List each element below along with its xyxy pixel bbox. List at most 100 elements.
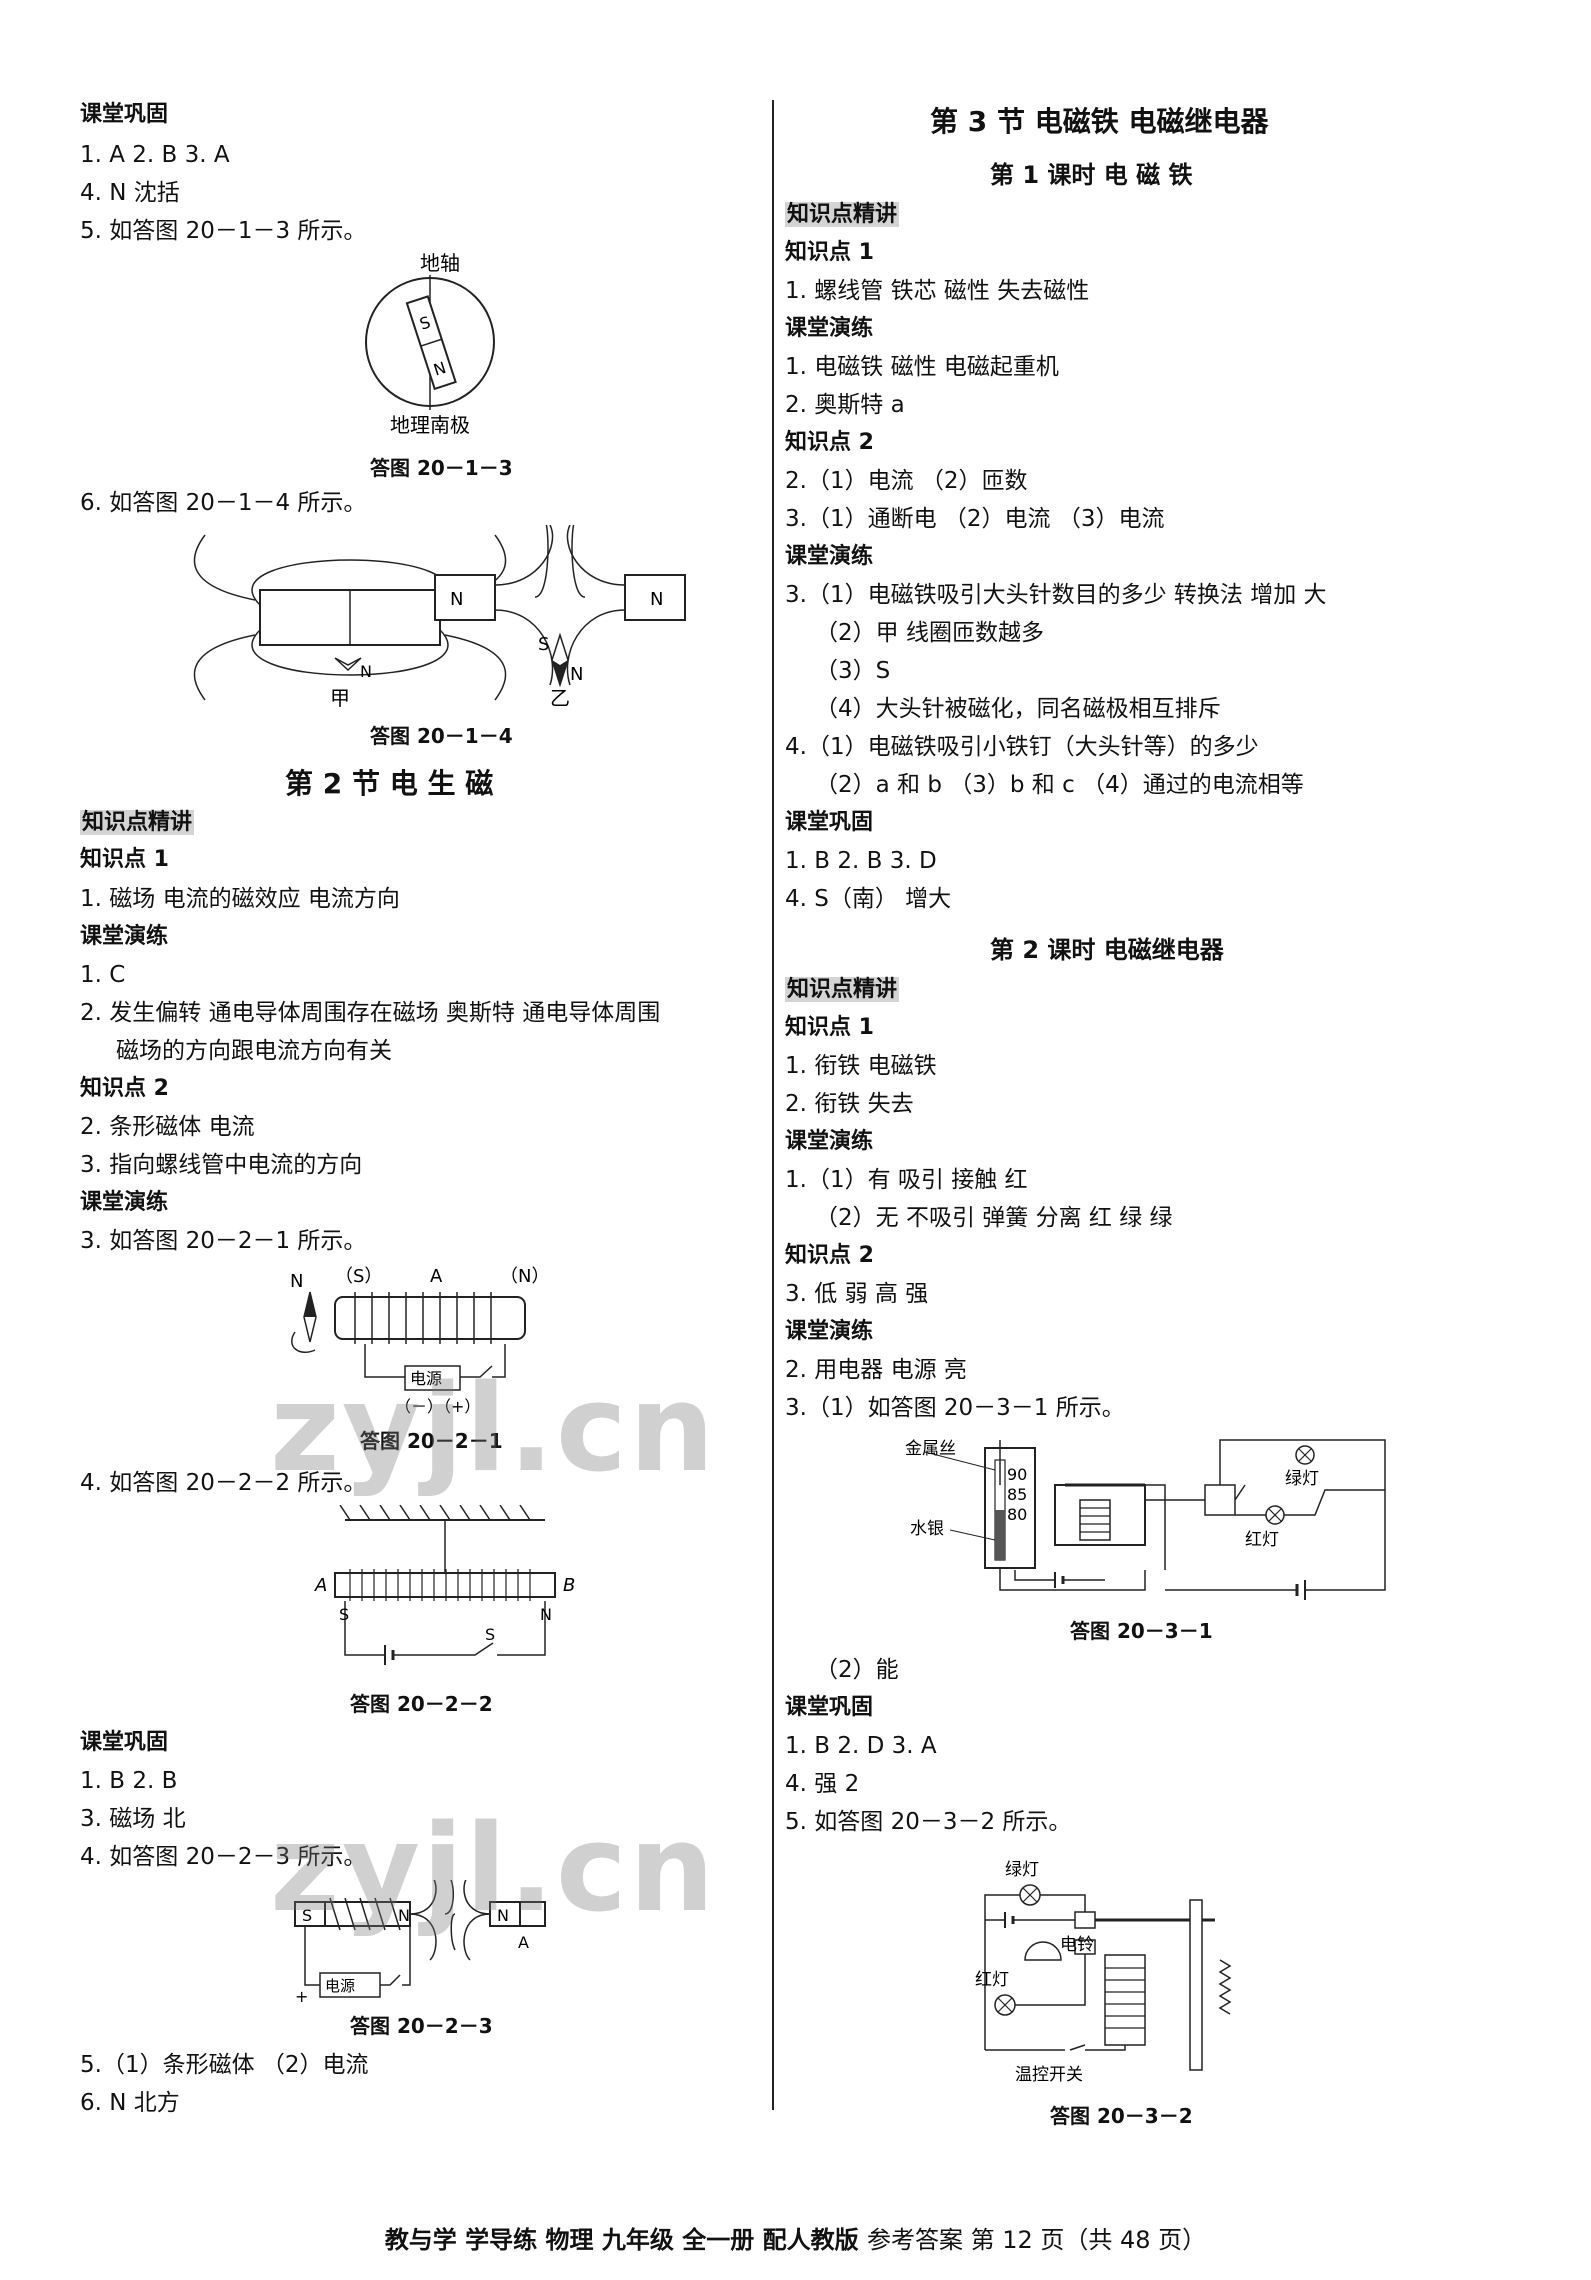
section-header: 课堂演练 <box>80 1190 169 1215</box>
section-header: 课堂演练 <box>785 316 874 341</box>
lesson-title: 第 2 课时 电磁继电器 <box>990 936 1224 964</box>
mercury-label: 水银 <box>910 1519 944 1539</box>
answer-line: 2.（1）电流 （2）匝数 <box>785 468 1028 494</box>
answer-line: 2. 衔铁 失去 <box>785 1091 914 1117</box>
figure-caption: 答图 20－2－1 <box>360 1429 503 1453</box>
answer-line: 1. B 2. D 3. A <box>785 1733 937 1759</box>
section-header: 课堂演练 <box>785 1319 874 1344</box>
switch-label: S <box>485 1625 495 1644</box>
pole-label: N <box>450 589 463 610</box>
answer-line: 2. 用电器 电源 亮 <box>785 1357 967 1383</box>
figure-caption: 答图 20－2－3 <box>350 2014 493 2038</box>
red-light-label: 红灯 <box>975 1970 1009 1990</box>
section-header: 课堂巩固 <box>80 102 169 127</box>
figure-20-3-1: 金属丝 水银 90 85 80 绿灯 红灯 <box>905 1439 1386 1600</box>
pole-label: N <box>290 1271 303 1292</box>
point-label: A <box>518 1933 529 1952</box>
figure-sub-label: 乙 <box>550 686 570 710</box>
polarity-label: + <box>295 1987 308 2006</box>
answer-line: 3. 磁场 北 <box>80 1806 186 1832</box>
scale-label: 80 <box>1007 1505 1027 1524</box>
answer-line: 1. 螺线管 铁芯 磁性 失去磁性 <box>785 278 1090 304</box>
answer-line: （3）S <box>815 658 891 684</box>
answer-line: 3. 低 弱 高 强 <box>785 1281 929 1307</box>
answer-line: （2）能 <box>815 1657 899 1683</box>
figure-caption: 答图 20－3－1 <box>1070 1619 1213 1643</box>
section-header: 课堂巩固 <box>785 810 874 835</box>
answer-line: 4. 强 2 <box>785 1771 860 1797</box>
figure-caption: 答图 20－1－4 <box>370 724 513 748</box>
answer-line: 1. B 2. B 3. D <box>785 848 937 874</box>
bell-label: 电铃 <box>1060 1935 1094 1955</box>
page-footer: 教与学 学导练 物理 九年级 全一册 配人教版 参考答案 第 12 页（共 48… <box>0 2220 1591 2255</box>
wire-label: 金属丝 <box>905 1439 956 1459</box>
answer-line: 1. 电磁铁 磁性 电磁起重机 <box>785 354 1059 380</box>
answer-line: 3.（1）如答图 20－3－1 所示。 <box>785 1395 1125 1421</box>
section-title: 第 3 节 电磁铁 电磁继电器 <box>930 105 1269 138</box>
answer-line: 5. 如答图 20－1－3 所示。 <box>80 218 367 244</box>
answer-line: 1. C <box>80 962 126 988</box>
answer-line: （2）a 和 b （3）b 和 c （4）通过的电流相等 <box>815 772 1304 798</box>
answer-line: 3. 指向螺线管中电流的方向 <box>80 1152 363 1178</box>
figure-20-2-1: N 电源 （S） A （N） （－）（+） <box>290 1266 549 1416</box>
figure-caption: 答图 20－3－2 <box>1050 2104 1193 2128</box>
section-header: 课堂演练 <box>80 924 169 949</box>
answer-line: 3. 如答图 20－2－1 所示。 <box>80 1228 367 1254</box>
answer-line: 4. N 沈括 <box>80 180 180 206</box>
section-header: 课堂巩固 <box>785 1695 874 1720</box>
answer-line: 2. 条形磁体 电流 <box>80 1114 255 1140</box>
answer-line: （2）甲 线圈匝数越多 <box>815 620 1044 646</box>
figure-20-2-3: S N N A 电源 + <box>294 1880 546 2006</box>
knowledge-point-label: 知识点 2 <box>80 1076 169 1101</box>
figure-20-1-4: N N S N N 甲 乙 <box>193 525 686 710</box>
pole-label: N <box>360 662 372 681</box>
answer-line: 磁场的方向跟电流方向有关 <box>116 1038 392 1064</box>
answer-line: 1. 衔铁 电磁铁 <box>785 1053 937 1079</box>
answer-line: （2）无 不吸引 弹簧 分离 红 绿 绿 <box>815 1205 1173 1231</box>
column-divider <box>772 100 774 2110</box>
footer-book-info: 教与学 学导练 物理 九年级 全一册 配人教版 <box>384 2226 859 2254</box>
answer-line: 4. S（南） 增大 <box>785 886 952 912</box>
answer-line: （4）大头针被磁化，同名磁极相互排斥 <box>815 696 1221 722</box>
polarity-label: （－）（+） <box>395 1397 480 1416</box>
answer-line: 5.（1）条形磁体 （2）电流 <box>80 2052 369 2078</box>
section-header: 知识点精讲 <box>785 202 900 227</box>
knowledge-point-label: 知识点 2 <box>785 430 874 455</box>
point-label: B <box>563 1575 575 1596</box>
section-header: 知识点精讲 <box>785 977 900 1002</box>
footer-page-info: 参考答案 第 12 页（共 48 页） <box>866 2226 1207 2254</box>
section-header: 课堂演练 <box>785 544 874 569</box>
scale-label: 85 <box>1007 1485 1027 1504</box>
power-source: 电源 <box>410 1369 442 1388</box>
knowledge-point-label: 知识点 1 <box>80 847 169 872</box>
red-light-label: 红灯 <box>1245 1530 1279 1550</box>
pole-label: S <box>538 634 549 655</box>
answer-line: 6. N 北方 <box>80 2090 180 2116</box>
answer-line: 3.（1）电磁铁吸引大头针数目的多少 转换法 增加 大 <box>785 582 1327 608</box>
answer-line: 4. 如答图 20－2－3 所示。 <box>80 1844 367 1870</box>
answer-line: 3.（1）通断电 （2）电流 （3）电流 <box>785 506 1165 532</box>
switch-label: 温控开关 <box>1015 2065 1083 2085</box>
green-light-label: 绿灯 <box>1285 1469 1319 1489</box>
figure-sub-label: 甲 <box>330 686 350 710</box>
pole-label: N <box>540 1605 552 1624</box>
pole-label: 地理南极 <box>390 413 470 437</box>
pole-label: S <box>339 1605 349 1624</box>
answer-line: 6. 如答图 20－1－4 所示。 <box>80 490 367 516</box>
knowledge-point-label: 知识点 1 <box>785 1015 874 1040</box>
point-label: A <box>314 1575 327 1596</box>
power-source: 电源 <box>325 1977 355 1995</box>
scale-label: 90 <box>1007 1465 1027 1484</box>
figure-20-3-2: 绿灯 电铃 红灯 温控开关 <box>975 1860 1232 2085</box>
pole-label: N <box>570 664 583 685</box>
section-header: 课堂演练 <box>785 1129 874 1154</box>
figure-caption: 答图 20－1－3 <box>370 456 513 480</box>
green-light-label: 绿灯 <box>1005 1860 1039 1880</box>
answer-line: 2. 奥斯特 a <box>785 392 905 418</box>
answer-line: 1. 磁场 电流的磁效应 电流方向 <box>80 886 400 912</box>
label-n: N <box>431 358 448 380</box>
point-label: A <box>430 1266 443 1287</box>
lesson-title: 第 1 课时 电 磁 铁 <box>990 161 1193 189</box>
answer-line: 4.（1）电磁铁吸引小铁钉（大头针等）的多少 <box>785 734 1259 760</box>
pole-label: N <box>398 1906 410 1925</box>
